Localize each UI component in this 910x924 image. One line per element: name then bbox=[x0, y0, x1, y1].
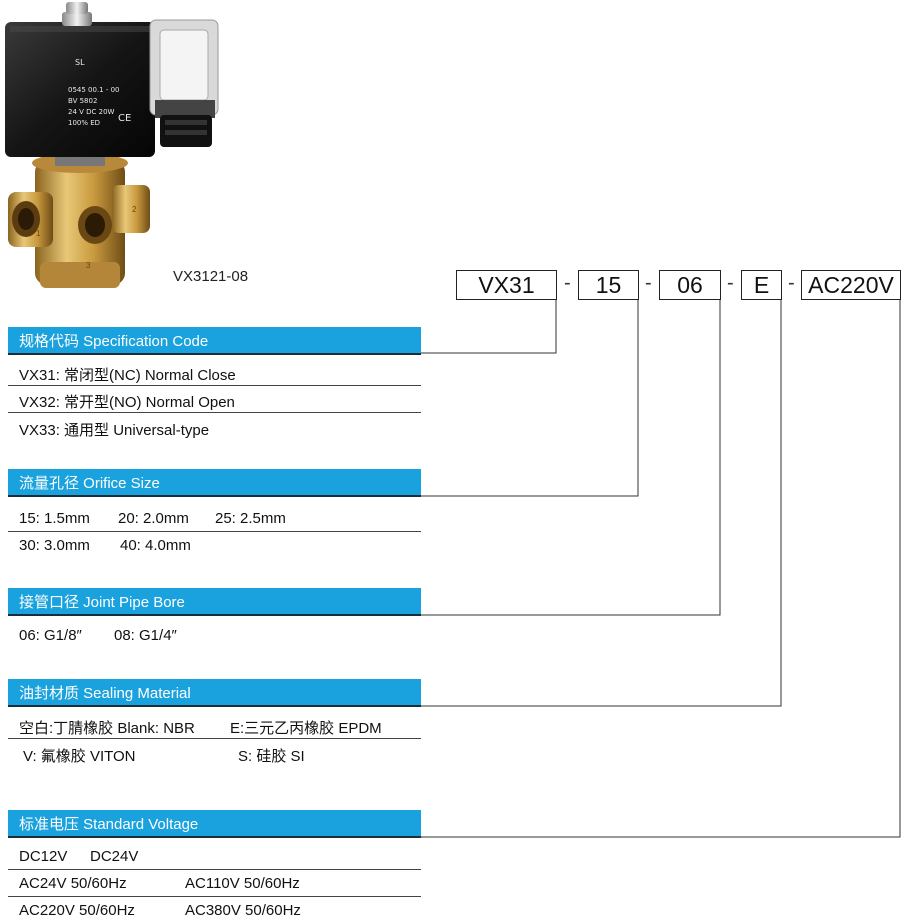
code-series: VX31 bbox=[456, 270, 557, 300]
seal-row-1: 空白:丁腈橡胶 Blank: NBR E:三元乙丙橡胶 EPDM bbox=[8, 712, 421, 739]
spec-vx32: VX32: 常开型(NO) Normal Open bbox=[19, 394, 235, 411]
coil-line-3: 24 V DC 20W bbox=[68, 108, 115, 116]
section-header-sealing: 油封材质 Sealing Material bbox=[8, 679, 421, 707]
voltage-row-1: DC12V DC24V bbox=[8, 843, 421, 870]
voltage-ac24: AC24V 50/60Hz bbox=[19, 875, 127, 892]
port-label-1: 1 bbox=[36, 229, 41, 238]
code-dash-1: - bbox=[564, 272, 571, 294]
voltage-ac220: AC220V 50/60Hz bbox=[19, 902, 135, 919]
spec-vx33: VX33: 通用型 Universal-type bbox=[19, 422, 210, 439]
code-dash-2: - bbox=[645, 272, 652, 294]
solenoid-valve-image: 1 2 3 SL 0545 00.1 - 00 BV 5802 24 V DC … bbox=[5, 2, 219, 288]
seal-epdm: E:三元乙丙橡胶 EPDM bbox=[230, 720, 382, 737]
orifice-30: 30: 3.0mm bbox=[19, 537, 90, 554]
bore-06: 06: G1/8″ bbox=[19, 627, 82, 644]
orifice-15: 15: 1.5mm bbox=[19, 510, 90, 527]
code-voltage: AC220V bbox=[801, 270, 901, 300]
seal-si: S: 硅胶 SI bbox=[238, 748, 305, 765]
seal-nbr: 空白:丁腈橡胶 Blank: NBR bbox=[19, 720, 195, 737]
orifice-40: 40: 4.0mm bbox=[120, 537, 191, 554]
coil-line-4: 100% ED bbox=[68, 119, 100, 127]
code-orifice: 15 bbox=[578, 270, 639, 300]
model-caption: VX3121-08 bbox=[173, 268, 249, 285]
spec-row-2: VX32: 常开型(NO) Normal Open bbox=[8, 386, 421, 413]
voltage-dc24: DC24V bbox=[90, 848, 139, 865]
orifice-row-2: 30: 3.0mm 40: 4.0mm bbox=[8, 532, 421, 559]
code-bore: 06 bbox=[659, 270, 721, 300]
orifice-row-1: 15: 1.5mm 20: 2.0mm 25: 2.5mm bbox=[8, 505, 421, 532]
bore-row-1: 06: G1/8″ 08: G1/4″ bbox=[8, 622, 421, 649]
voltage-row-3: AC220V 50/60Hz AC380V 50/60Hz bbox=[8, 897, 421, 924]
port-label-2: 2 bbox=[132, 205, 137, 214]
coil-line-1: 0545 00.1 - 00 bbox=[68, 86, 120, 94]
seal-viton: V: 氟橡胶 VITON bbox=[23, 748, 136, 765]
coil-line-2: BV 5802 bbox=[68, 97, 97, 105]
code-dash-3: - bbox=[727, 272, 734, 294]
voltage-ac110: AC110V 50/60Hz bbox=[185, 875, 300, 892]
section-header-voltage: 标准电压 Standard Voltage bbox=[8, 810, 421, 838]
coil-brand: SL bbox=[75, 58, 85, 67]
orifice-25: 25: 2.5mm bbox=[215, 510, 286, 527]
port-label-3: 3 bbox=[86, 261, 91, 270]
voltage-dc12: DC12V bbox=[19, 848, 68, 865]
orifice-20: 20: 2.0mm bbox=[118, 510, 189, 527]
code-seal: E bbox=[741, 270, 782, 300]
bore-08: 08: G1/4″ bbox=[114, 627, 177, 644]
ce-mark: CE bbox=[118, 113, 131, 124]
code-dash-4: - bbox=[788, 272, 795, 294]
section-header-spec-code: 规格代码 Specification Code bbox=[8, 327, 421, 355]
section-header-pipe-bore: 接管口径 Joint Pipe Bore bbox=[8, 588, 421, 616]
spec-vx31: VX31: 常闭型(NC) Normal Close bbox=[19, 367, 236, 384]
voltage-row-2: AC24V 50/60Hz AC110V 50/60Hz bbox=[8, 870, 421, 897]
seal-row-2: V: 氟橡胶 VITON S: 硅胶 SI bbox=[8, 740, 421, 767]
spec-row-1: VX31: 常闭型(NC) Normal Close bbox=[8, 359, 421, 386]
spec-row-3: VX33: 通用型 Universal-type bbox=[8, 414, 421, 441]
voltage-ac380: AC380V 50/60Hz bbox=[185, 902, 301, 919]
section-header-orifice: 流量孔径 Orifice Size bbox=[8, 469, 421, 497]
